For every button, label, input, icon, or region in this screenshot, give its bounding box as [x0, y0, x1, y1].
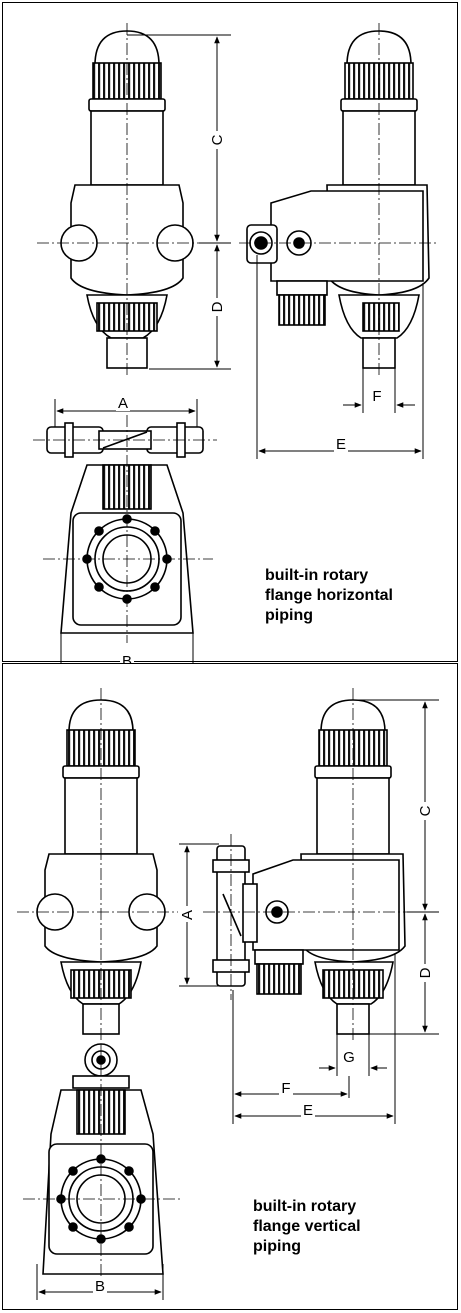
caption-horizontal-piping: built-in rotary flange horizontal piping	[265, 567, 393, 624]
dimension-g-label: G	[343, 1049, 355, 1066]
dosing-pump-side-view	[212, 699, 406, 1035]
caption-vertical-piping: built-in rotary flange vertical piping	[253, 1198, 361, 1255]
vertical-piping-panel: A C D G F E	[2, 663, 458, 1310]
dimension-c-label: C	[209, 134, 226, 145]
horizontal-piping-drawing: C D F E	[33, 23, 439, 663]
dosing-pump-side-view	[246, 30, 430, 369]
dimension-d-label: D	[417, 967, 434, 978]
dimension-f-label: F	[281, 1080, 290, 1097]
dimension-a-label: A	[179, 910, 196, 920]
horizontal-piping-panel: C D F E	[2, 2, 458, 663]
dimension-b-label: B	[122, 653, 132, 663]
dosing-pump-top-view	[42, 1043, 164, 1275]
dimension-f-label: F	[372, 388, 381, 405]
dimension-c-label: C	[417, 805, 434, 816]
dimension-b-label: B	[95, 1278, 105, 1295]
dimension-a-label: A	[118, 395, 128, 412]
dimension-d-label: D	[209, 301, 226, 312]
dimension-e-label: E	[303, 1102, 313, 1119]
dimension-e-label: E	[336, 436, 346, 453]
vertical-piping-drawing: A C D G F E	[17, 688, 439, 1300]
dosing-pump-top-view	[46, 422, 204, 634]
